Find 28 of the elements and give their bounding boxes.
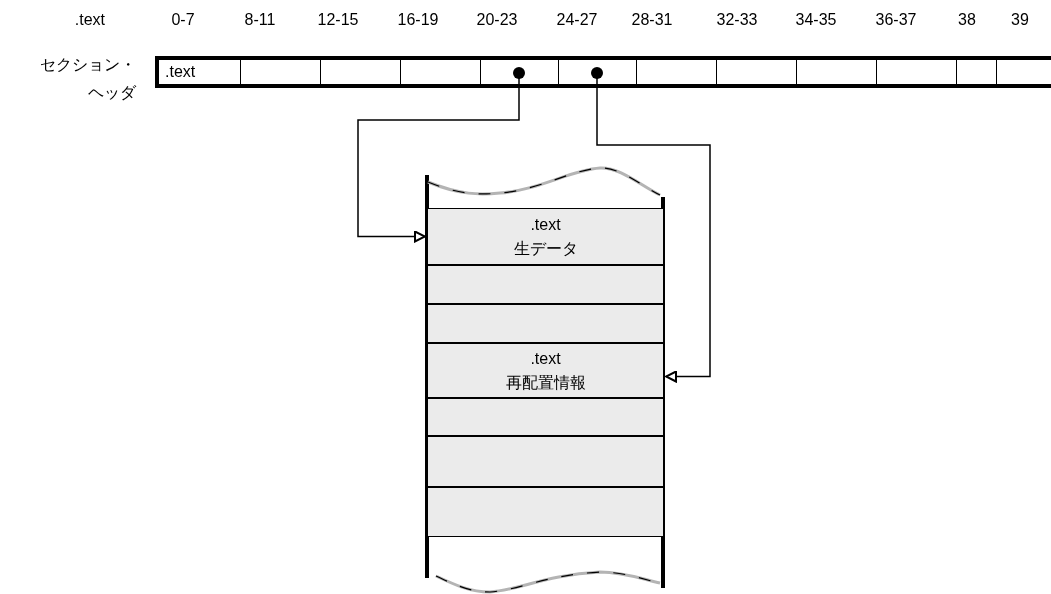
memory-row	[428, 343, 663, 398]
column-heading: 0-7	[170, 11, 196, 29]
column-heading: 20-23	[475, 11, 519, 29]
column-heading: 38	[957, 11, 977, 29]
memory-row	[428, 487, 663, 537]
arrow	[590, 66, 711, 383]
column-heading: 16-19	[396, 11, 440, 29]
column-heading: 34-35	[794, 11, 838, 29]
column-heading: 28-31	[630, 11, 674, 29]
column-heading: 39	[1010, 11, 1030, 29]
memory-row	[428, 265, 663, 304]
cell-label: .text	[165, 63, 196, 81]
memory-row	[428, 436, 663, 487]
row-label: 再配置情報	[505, 372, 586, 393]
memory-row	[428, 304, 663, 343]
memory-row	[428, 398, 663, 436]
row-label: .text	[530, 214, 561, 235]
row-label: .text	[530, 348, 561, 369]
row-heading: セクション・ヘッダ	[39, 55, 136, 103]
column-heading: 36-37	[874, 11, 918, 29]
memory-row	[428, 208, 663, 265]
row-heading: .text	[74, 11, 105, 29]
column-heading: 24-27	[555, 11, 599, 29]
column-heading: 12-15	[316, 11, 360, 29]
arrow	[357, 66, 526, 243]
column-heading: 8-11	[243, 11, 277, 29]
column-heading: 32-33	[715, 11, 759, 29]
row-label: 生データ	[513, 238, 578, 259]
